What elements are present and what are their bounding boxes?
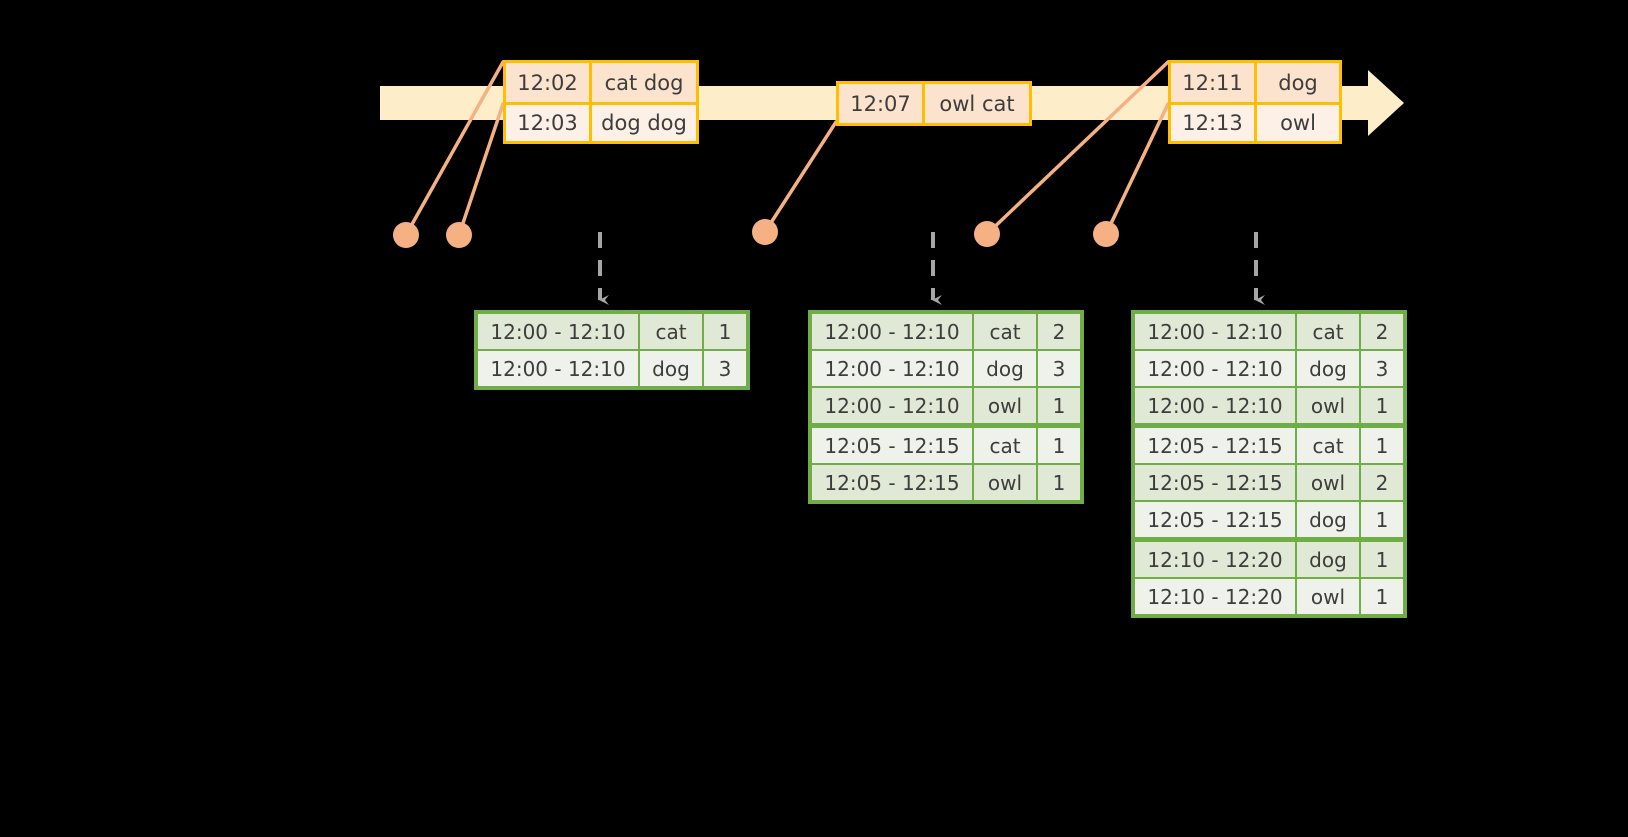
word-cell: dog	[1297, 351, 1359, 386]
table-row[interactable]: 12:00 - 12:10 cat 2	[812, 314, 1080, 349]
table-row[interactable]: 12:00 - 12:10 cat 2	[1135, 314, 1403, 349]
count-cell: 3	[1038, 351, 1080, 386]
table-row[interactable]: 12:05 - 12:15 cat 1	[812, 428, 1080, 463]
connector-2	[457, 102, 505, 237]
dot-4	[974, 221, 1000, 247]
event-time: 12:07	[839, 84, 925, 123]
window-cell: 12:00 - 12:10	[812, 351, 972, 386]
table-row[interactable]: 12:05 - 12:15 owl 2	[1135, 465, 1403, 500]
event-row[interactable]: 12:02 cat dog	[506, 63, 696, 102]
word-cell: owl	[1297, 465, 1359, 500]
table-row[interactable]: 12:00 - 12:10 dog 3	[1135, 351, 1403, 386]
event-dots	[393, 219, 1119, 248]
window-cell: 12:00 - 12:10	[478, 314, 638, 349]
word-cell: dog	[640, 351, 702, 386]
window-cell: 12:10 - 12:20	[1135, 542, 1295, 577]
event-words: dog dog	[592, 105, 696, 141]
window-cell: 12:10 - 12:20	[1135, 579, 1295, 614]
event-words: cat dog	[592, 63, 696, 102]
result-table-3[interactable]: 12:00 - 12:10 cat 2 12:00 - 12:10 dog 3 …	[1131, 310, 1407, 618]
result-table-2[interactable]: 12:00 - 12:10 cat 2 12:00 - 12:10 dog 3 …	[808, 310, 1084, 504]
table-row[interactable]: 12:05 - 12:15 dog 1	[1135, 502, 1403, 537]
event-time: 12:11	[1171, 63, 1257, 102]
result-table-1[interactable]: 12:00 - 12:10 cat 1 12:00 - 12:10 dog 3	[474, 310, 750, 390]
table-row[interactable]: 12:00 - 12:10 owl 1	[1135, 388, 1403, 423]
word-cell: owl	[1297, 388, 1359, 423]
word-cell: owl	[974, 465, 1036, 500]
count-cell: 1	[1038, 465, 1080, 500]
window-cell: 12:05 - 12:15	[1135, 428, 1295, 463]
dot-5	[1093, 221, 1119, 247]
event-group-3[interactable]: 12:11 dog 12:13 owl	[1168, 60, 1342, 144]
event-words: owl	[1257, 105, 1339, 141]
connector-3	[763, 120, 838, 234]
event-time: 12:02	[506, 63, 592, 102]
event-words: owl cat	[925, 84, 1029, 123]
table-row[interactable]: 12:00 - 12:10 dog 3	[478, 351, 746, 386]
window-cell: 12:00 - 12:10	[812, 314, 972, 349]
emit-arrows	[598, 232, 1265, 305]
event-row[interactable]: 12:07 owl cat	[839, 84, 1029, 123]
window-cell: 12:05 - 12:15	[1135, 465, 1295, 500]
count-cell: 3	[704, 351, 746, 386]
window-cell: 12:00 - 12:10	[812, 388, 972, 423]
word-cell: dog	[1297, 502, 1359, 537]
count-cell: 1	[704, 314, 746, 349]
count-cell: 2	[1038, 314, 1080, 349]
window-cell: 12:00 - 12:10	[1135, 388, 1295, 423]
count-cell: 3	[1361, 351, 1403, 386]
count-cell: 1	[1361, 388, 1403, 423]
event-words: dog	[1257, 63, 1339, 102]
count-cell: 2	[1361, 314, 1403, 349]
window-cell: 12:00 - 12:10	[478, 351, 638, 386]
event-row[interactable]: 12:13 owl	[1171, 102, 1339, 141]
window-cell: 12:00 - 12:10	[1135, 351, 1295, 386]
dot-2	[446, 222, 472, 248]
event-group-1[interactable]: 12:02 cat dog 12:03 dog dog	[503, 60, 699, 144]
dot-3	[752, 219, 778, 245]
count-cell: 1	[1361, 502, 1403, 537]
window-cell: 12:05 - 12:15	[812, 428, 972, 463]
count-cell: 1	[1361, 542, 1403, 577]
table-row[interactable]: 12:05 - 12:15 cat 1	[1135, 428, 1403, 463]
event-row[interactable]: 12:11 dog	[1171, 63, 1339, 102]
word-cell: owl	[974, 388, 1036, 423]
word-cell: cat	[974, 314, 1036, 349]
word-cell: cat	[1297, 428, 1359, 463]
word-cell: owl	[1297, 579, 1359, 614]
event-time: 12:13	[1171, 105, 1257, 141]
count-cell: 2	[1361, 465, 1403, 500]
word-cell: cat	[640, 314, 702, 349]
word-cell: dog	[1297, 542, 1359, 577]
count-cell: 1	[1361, 579, 1403, 614]
window-cell: 12:05 - 12:15	[1135, 502, 1295, 537]
word-cell: dog	[974, 351, 1036, 386]
table-row[interactable]: 12:00 - 12:10 dog 3	[812, 351, 1080, 386]
count-cell: 1	[1038, 428, 1080, 463]
word-cell: cat	[974, 428, 1036, 463]
table-row[interactable]: 12:05 - 12:15 owl 1	[812, 465, 1080, 500]
connector-1	[404, 60, 505, 237]
table-row[interactable]: 12:10 - 12:20 owl 1	[1135, 579, 1403, 614]
event-group-2[interactable]: 12:07 owl cat	[836, 81, 1032, 126]
table-row[interactable]: 12:00 - 12:10 cat 1	[478, 314, 746, 349]
count-cell: 1	[1361, 428, 1403, 463]
event-row[interactable]: 12:03 dog dog	[506, 102, 696, 141]
table-row[interactable]: 12:10 - 12:20 dog 1	[1135, 542, 1403, 577]
window-cell: 12:05 - 12:15	[812, 465, 972, 500]
word-cell: cat	[1297, 314, 1359, 349]
window-cell: 12:00 - 12:10	[1135, 314, 1295, 349]
connector-5	[1104, 102, 1170, 236]
table-row[interactable]: 12:00 - 12:10 owl 1	[812, 388, 1080, 423]
count-cell: 1	[1038, 388, 1080, 423]
dot-1	[393, 222, 419, 248]
event-time: 12:03	[506, 105, 592, 141]
